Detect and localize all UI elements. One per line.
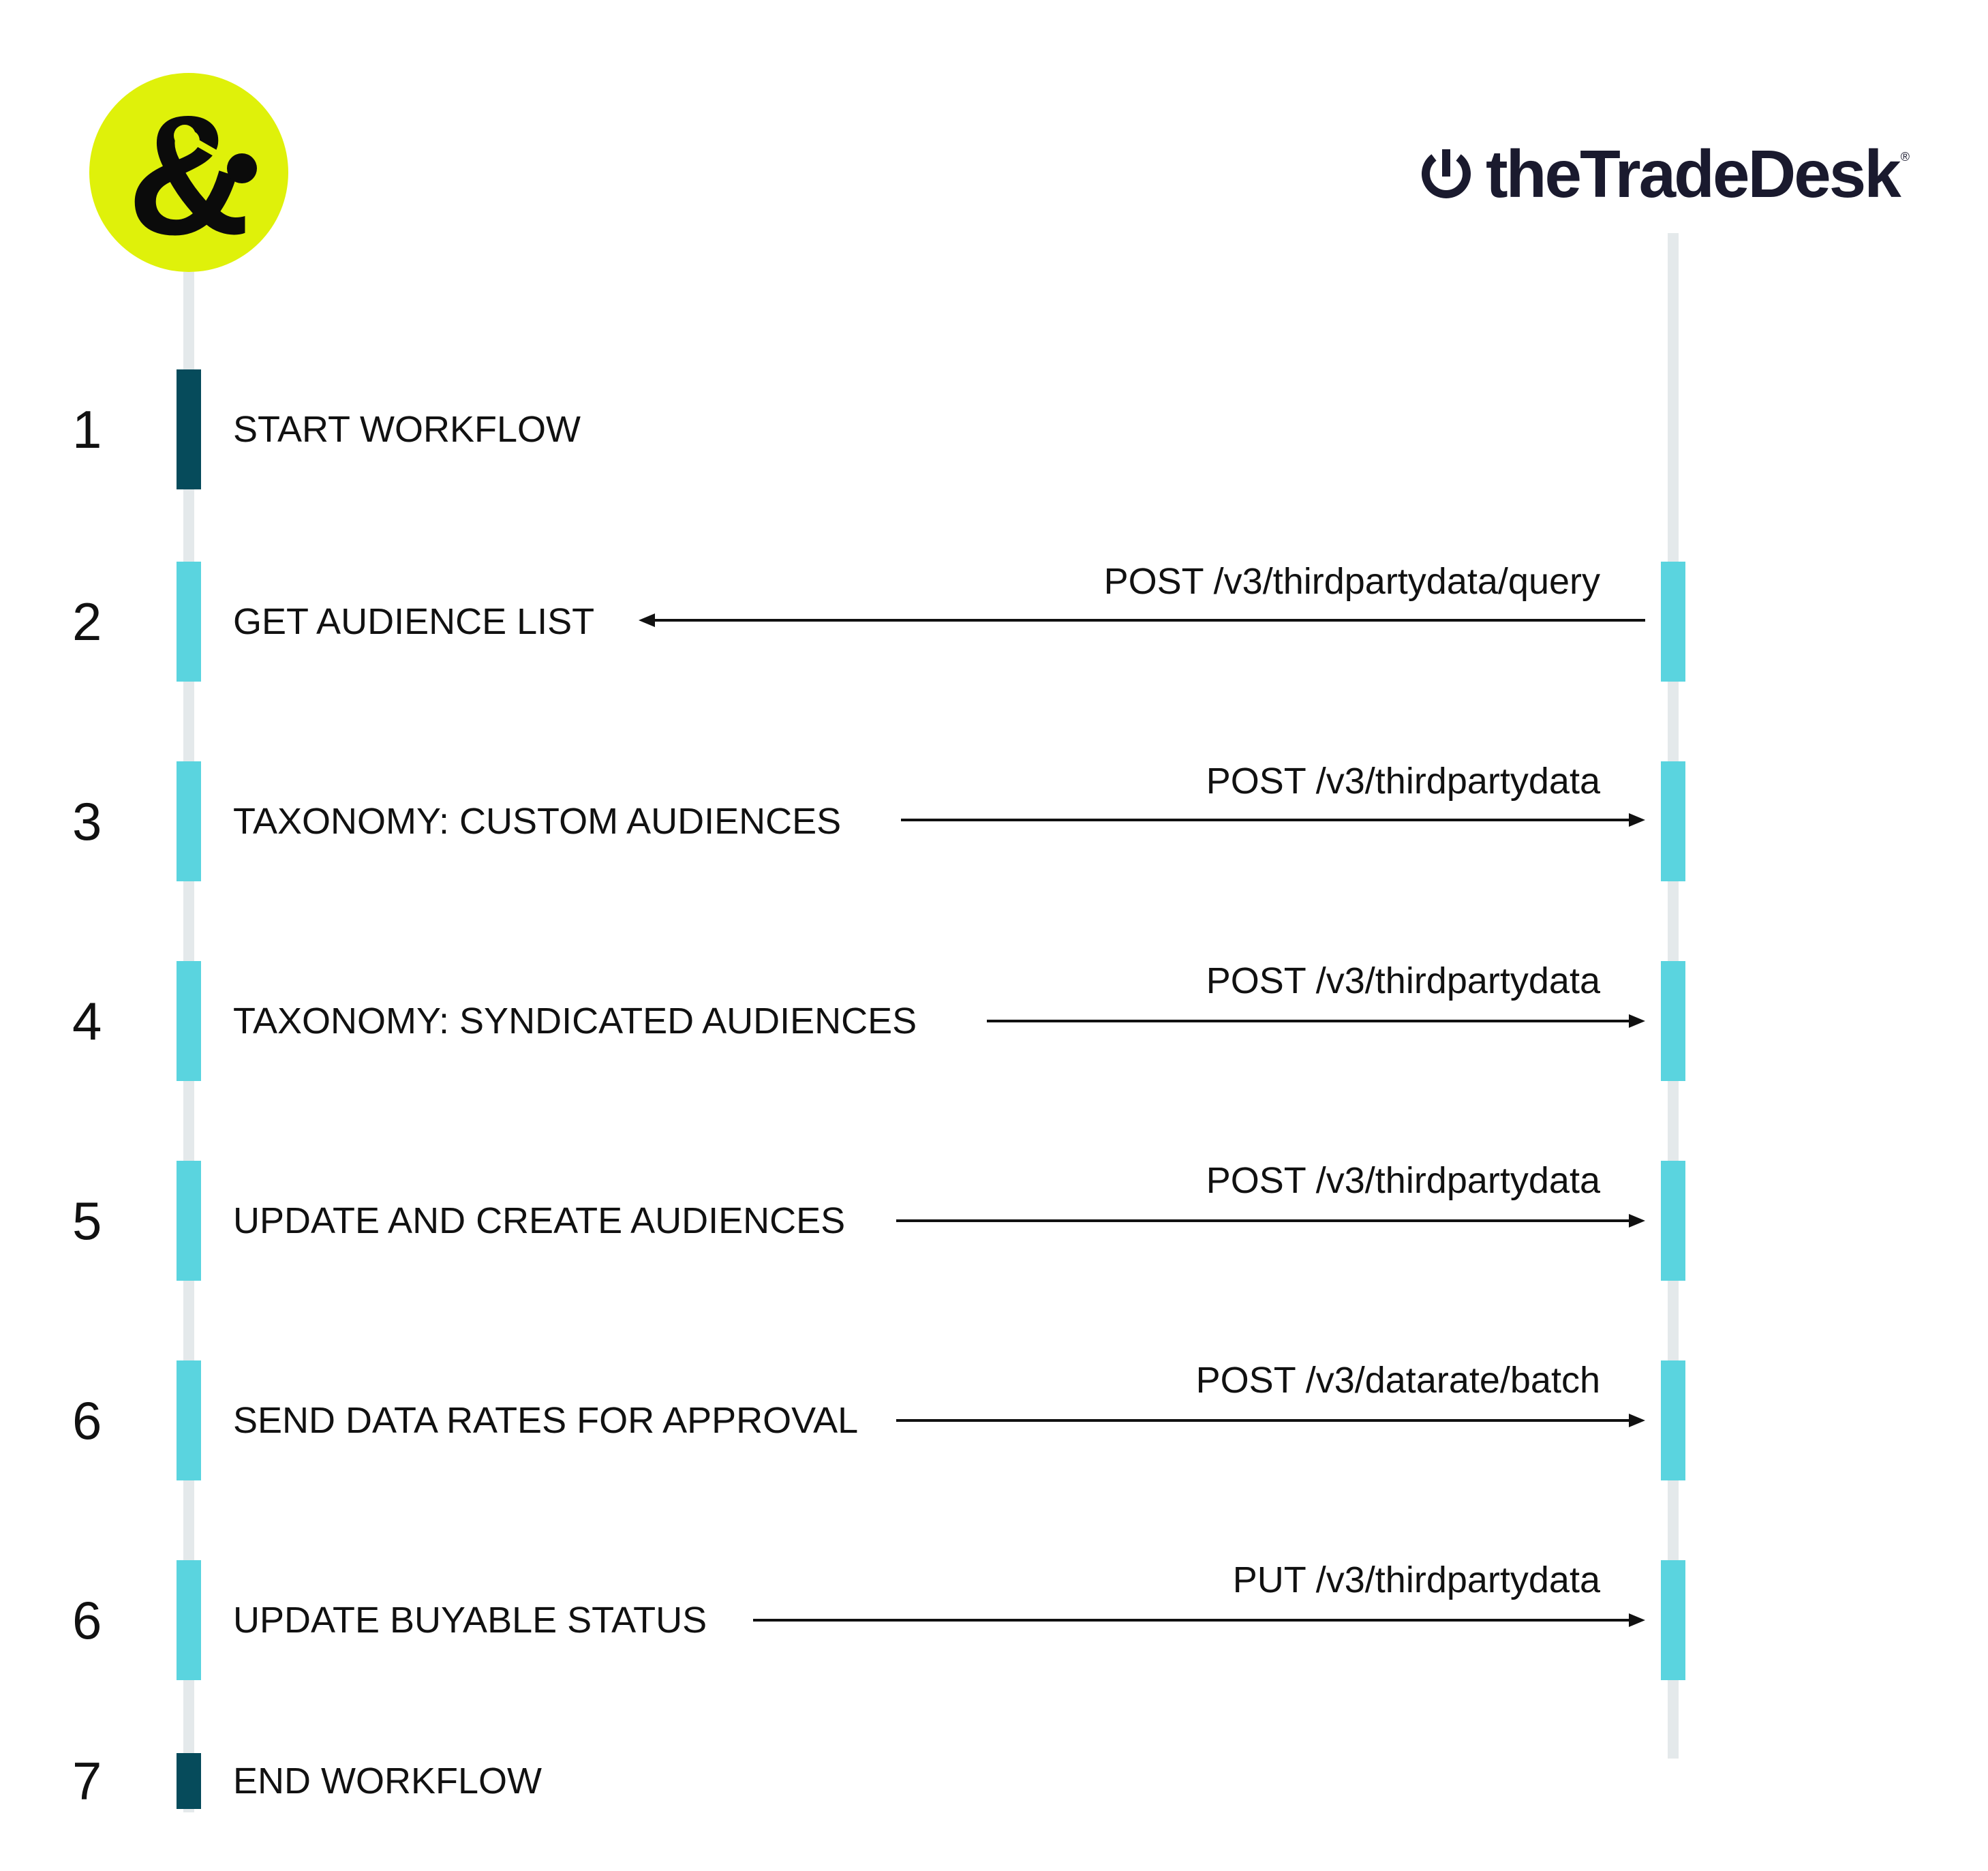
step-number: 5 bbox=[72, 1191, 102, 1251]
step-label: TAXONOMY: SYNDICATED AUDIENCES bbox=[233, 1001, 917, 1041]
step-row-2: 2 GET AUDIENCE LIST POST /v3/thirdpartyd… bbox=[0, 562, 1988, 682]
step-row-7: 6 UPDATE BUYABLE STATUS PUT /v3/thirdpar… bbox=[0, 1560, 1988, 1680]
arrow-to-right bbox=[901, 813, 1645, 827]
tradedesk-logo: theTradeDesk ® bbox=[1419, 136, 1910, 211]
activation-bar-right bbox=[1661, 1161, 1685, 1281]
step-number: 2 bbox=[72, 592, 102, 652]
step-number: 6 bbox=[72, 1590, 102, 1650]
step-row-6: 6 SEND DATA RATES FOR APPROVAL POST /v3/… bbox=[0, 1360, 1988, 1480]
endpoint-label: POST /v3/thirdpartydata bbox=[1206, 761, 1600, 802]
step-label: START WORKFLOW bbox=[233, 409, 581, 450]
tradedesk-power-icon bbox=[1422, 149, 1471, 198]
step-label: UPDATE AND CREATE AUDIENCES bbox=[233, 1200, 846, 1241]
step-number: 3 bbox=[72, 791, 102, 851]
activation-bar-left bbox=[177, 961, 201, 1081]
registered-mark: ® bbox=[1900, 150, 1910, 164]
step-row-5: 5 UPDATE AND CREATE AUDIENCES POST /v3/t… bbox=[0, 1161, 1988, 1281]
step-number: 7 bbox=[72, 1751, 102, 1811]
step-row-8: 7 END WORKFLOW bbox=[0, 1753, 1988, 1809]
step-row-3: 3 TAXONOMY: CUSTOM AUDIENCES POST /v3/th… bbox=[0, 761, 1988, 881]
activation-bar-left bbox=[177, 1360, 201, 1480]
activation-bar-right bbox=[1661, 961, 1685, 1081]
tradedesk-wordmark: theTradeDesk bbox=[1486, 136, 1901, 211]
activation-bar-right bbox=[1661, 1560, 1685, 1680]
activation-bar-right bbox=[1661, 1360, 1685, 1480]
arrow-to-left bbox=[639, 613, 1645, 627]
activation-bar-left bbox=[177, 562, 201, 682]
ampersand-logo-icon: & bbox=[127, 80, 257, 270]
arrow-to-right bbox=[896, 1214, 1645, 1228]
endpoint-label: POST /v3/datarate/batch bbox=[1195, 1360, 1600, 1401]
endpoint-label: PUT /v3/thirdpartydata bbox=[1232, 1560, 1600, 1600]
step-row-4: 4 TAXONOMY: SYNDICATED AUDIENCES POST /v… bbox=[0, 961, 1988, 1081]
endpoint-label: POST /v3/thirdpartydata/query bbox=[1103, 561, 1600, 602]
activation-bar-end bbox=[177, 1753, 201, 1809]
arrow-to-right bbox=[987, 1014, 1645, 1028]
step-label: UPDATE BUYABLE STATUS bbox=[233, 1600, 707, 1641]
ampersand-logo: & bbox=[89, 73, 288, 272]
activation-bar-right bbox=[1661, 562, 1685, 682]
step-row-1: 1 START WORKFLOW bbox=[0, 369, 1988, 489]
activation-bar-start bbox=[177, 369, 201, 489]
step-number: 4 bbox=[72, 991, 102, 1051]
step-label: END WORKFLOW bbox=[233, 1761, 542, 1801]
step-number: 6 bbox=[72, 1390, 102, 1450]
arrow-to-right bbox=[753, 1613, 1645, 1627]
step-number: 1 bbox=[72, 399, 102, 459]
step-label: TAXONOMY: CUSTOM AUDIENCES bbox=[233, 801, 842, 842]
step-label: GET AUDIENCE LIST bbox=[233, 601, 595, 642]
endpoint-label: POST /v3/thirdpartydata bbox=[1206, 960, 1600, 1001]
activation-bar-left bbox=[177, 1560, 201, 1680]
arrow-to-right bbox=[896, 1414, 1645, 1427]
step-label: SEND DATA RATES FOR APPROVAL bbox=[233, 1400, 859, 1441]
activation-bar-left bbox=[177, 1161, 201, 1281]
activation-bar-right bbox=[1661, 761, 1685, 881]
endpoint-label: POST /v3/thirdpartydata bbox=[1206, 1160, 1600, 1201]
activation-bar-left bbox=[177, 761, 201, 881]
